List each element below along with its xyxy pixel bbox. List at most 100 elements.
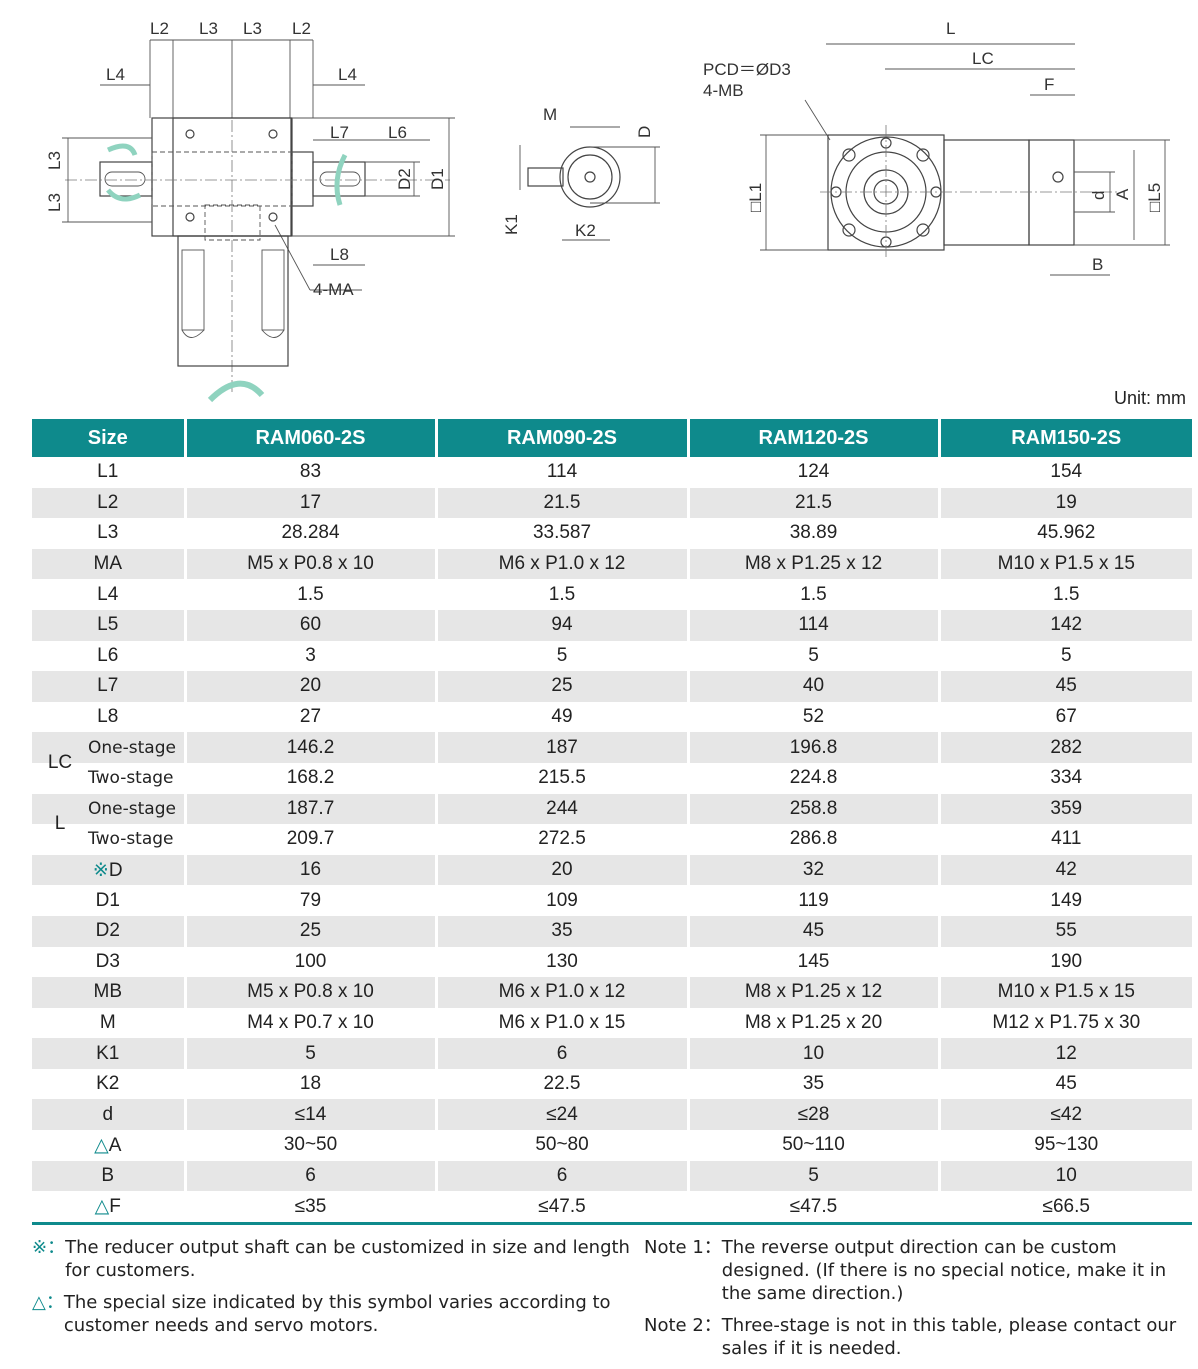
value-cell: 5 <box>183 1038 436 1069</box>
row-label: L1 <box>97 461 119 483</box>
value-cell: 244 <box>434 793 688 825</box>
value-cell: 5 <box>686 1160 939 1192</box>
value-cell: 60 <box>183 609 436 641</box>
value-cell: 1.5 <box>434 579 688 610</box>
row-label-text: K2 <box>96 1073 120 1095</box>
row-label: L4 <box>97 583 119 605</box>
value-cell: 215.5 <box>434 762 688 794</box>
row-label: L5 <box>32 609 185 641</box>
dim-d1: D1 <box>428 168 447 190</box>
value-cell: 20 <box>434 854 688 886</box>
dim-small-d: d <box>1089 191 1108 200</box>
note-mark: △： <box>32 1292 64 1313</box>
dim-b: B <box>1092 255 1103 274</box>
value-cell: 6 <box>434 1160 688 1192</box>
value-cell: 42 <box>937 854 1192 886</box>
dim-d2: D2 <box>395 168 414 190</box>
left-view: L2 L3 L3 L2 L4 L4 L3 L3 L7 L6 <box>45 19 455 403</box>
value-cell: 35 <box>434 915 688 947</box>
value-cell: 12 <box>937 1038 1192 1069</box>
value-cell: 50~80 <box>434 1130 688 1161</box>
dim-a: A <box>1113 188 1132 200</box>
unit-label: Unit: mm <box>1114 388 1186 408</box>
row-label: L2 <box>32 487 185 519</box>
value-cell: 30~50 <box>183 1130 436 1161</box>
dim-l1: □L1 <box>746 183 765 212</box>
note: Note 1：The reverse output direction can … <box>644 1236 1196 1305</box>
value-cell: M5 x P0.8 x 10 <box>183 977 436 1008</box>
value-cell: M8 x P1.25 x 12 <box>686 977 939 1008</box>
value-cell: 3 <box>183 640 436 672</box>
row-label-text: D1 <box>95 889 120 911</box>
row-label: △A <box>32 1130 185 1161</box>
value-cell: 27 <box>183 701 436 733</box>
value-cell: 224.8 <box>686 762 939 794</box>
value-cell: 25 <box>183 915 436 947</box>
note-mark: ※： <box>32 1237 66 1258</box>
dim-l3-side-top: L3 <box>45 151 64 170</box>
row-label: L8 <box>97 706 119 728</box>
note-text: The reverse output direction can be cust… <box>721 1237 1167 1304</box>
note-mark: Note 2： <box>644 1315 722 1336</box>
value-cell: 21.5 <box>686 487 939 519</box>
row-label-text: MB <box>93 981 123 1003</box>
value-cell: 22.5 <box>434 1068 688 1100</box>
value-cell: 45.962 <box>937 518 1192 549</box>
value-cell: ≤14 <box>183 1099 436 1131</box>
value-cell: M6 x P1.0 x 12 <box>434 977 688 1008</box>
row-label: MA <box>32 548 185 580</box>
note-mark: Note 1： <box>644 1237 722 1258</box>
value-cell: 35 <box>686 1068 939 1100</box>
value-cell: 119 <box>686 885 939 916</box>
dim-l2-right: L2 <box>292 19 311 38</box>
value-cell: 21.5 <box>434 487 688 519</box>
symbol-mark: △ <box>94 1196 110 1218</box>
value-cell: 20 <box>183 671 436 702</box>
value-cell: 55 <box>937 915 1192 947</box>
label-4-mb: 4-MB <box>703 81 744 100</box>
note-text: The reducer output shaft can be customiz… <box>65 1237 630 1281</box>
dim-l4-left: L4 <box>106 65 125 84</box>
label-4-ma: 4-MA <box>313 280 354 299</box>
row-label-text: K1 <box>96 1042 120 1064</box>
technical-drawing: L2 L3 L3 L2 L4 L4 L3 L3 L7 L6 <box>45 19 1170 403</box>
header-model: RAM060-2S <box>183 419 436 457</box>
value-cell: 45 <box>937 1068 1192 1100</box>
dim-l3-left: L3 <box>199 19 218 38</box>
value-cell: 10 <box>686 1038 939 1069</box>
value-cell: 25 <box>434 671 688 702</box>
dim-l5: □L5 <box>1145 183 1164 212</box>
value-cell: M10 x P1.5 x 15 <box>937 977 1192 1008</box>
value-cell: 95~130 <box>937 1130 1192 1161</box>
value-cell: 6 <box>434 1038 688 1069</box>
value-cell: 100 <box>183 946 436 978</box>
value-cell: 187.7 <box>183 793 436 825</box>
value-cell: M12 x P1.75 x 30 <box>937 1007 1192 1039</box>
value-cell: 1.5 <box>686 579 939 610</box>
row-label-text: B <box>101 1164 115 1186</box>
dim-k1: K1 <box>502 214 521 235</box>
symbol-mark: △ <box>94 1134 109 1156</box>
value-cell: ≤47.5 <box>686 1191 939 1225</box>
dim-l4-right: L4 <box>338 65 357 84</box>
value-cell: 50~110 <box>686 1130 939 1161</box>
value-cell: 32 <box>686 854 939 886</box>
header-size: Size <box>32 419 185 457</box>
dim-l6: L6 <box>388 123 407 142</box>
row-label: M <box>32 1008 185 1039</box>
value-cell: 272.5 <box>434 824 688 855</box>
